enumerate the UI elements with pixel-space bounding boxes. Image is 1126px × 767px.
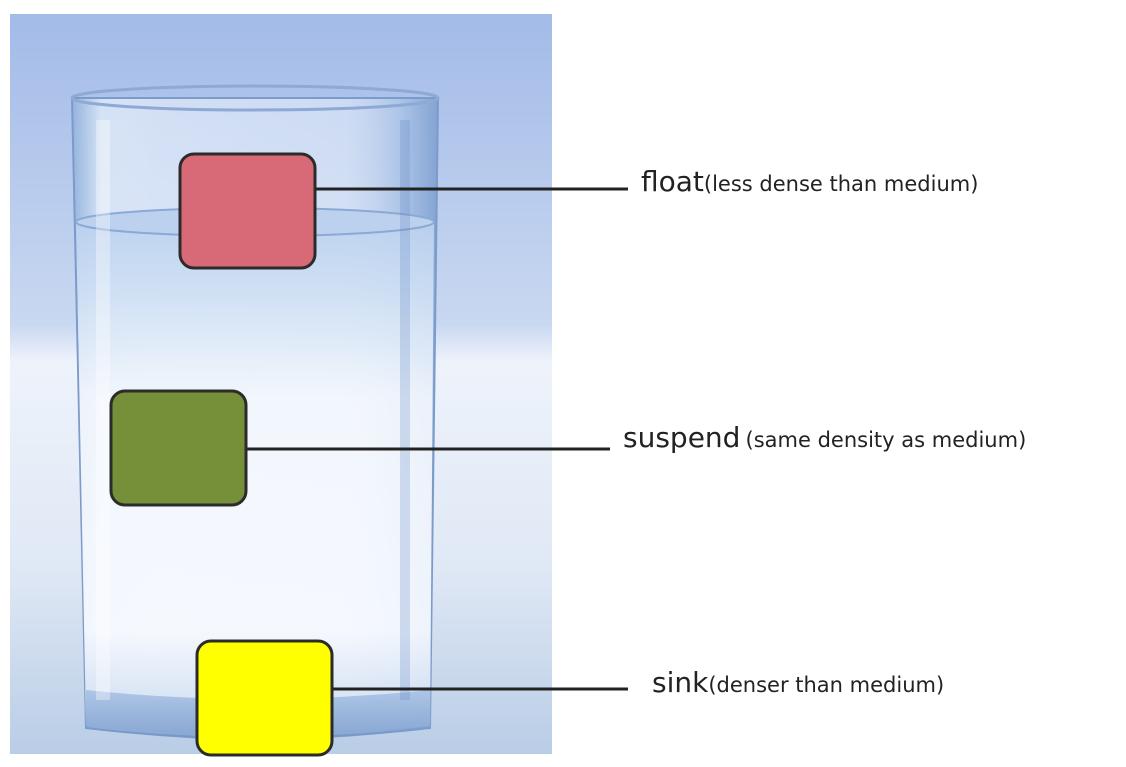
float-label: float(less dense than medium) — [641, 165, 978, 198]
sink-block — [195, 639, 334, 757]
suspend-block — [109, 389, 248, 507]
float-block — [178, 152, 317, 270]
sink-label: sink(denser than medium) — [652, 666, 944, 699]
float-note: (less dense than medium) — [703, 172, 979, 196]
glass-highlight-right — [400, 120, 410, 700]
glass-rim — [70, 84, 440, 112]
suspend-term: suspend — [623, 421, 741, 454]
sink-note: (denser than medium) — [708, 673, 945, 697]
suspend-label: suspend (same density as medium) — [623, 421, 1026, 454]
float-term: float — [641, 165, 704, 198]
glass-highlight-left — [96, 120, 110, 700]
water — [76, 215, 434, 735]
suspend-note: (same density as medium) — [745, 428, 1027, 452]
sink-term: sink — [652, 666, 709, 699]
